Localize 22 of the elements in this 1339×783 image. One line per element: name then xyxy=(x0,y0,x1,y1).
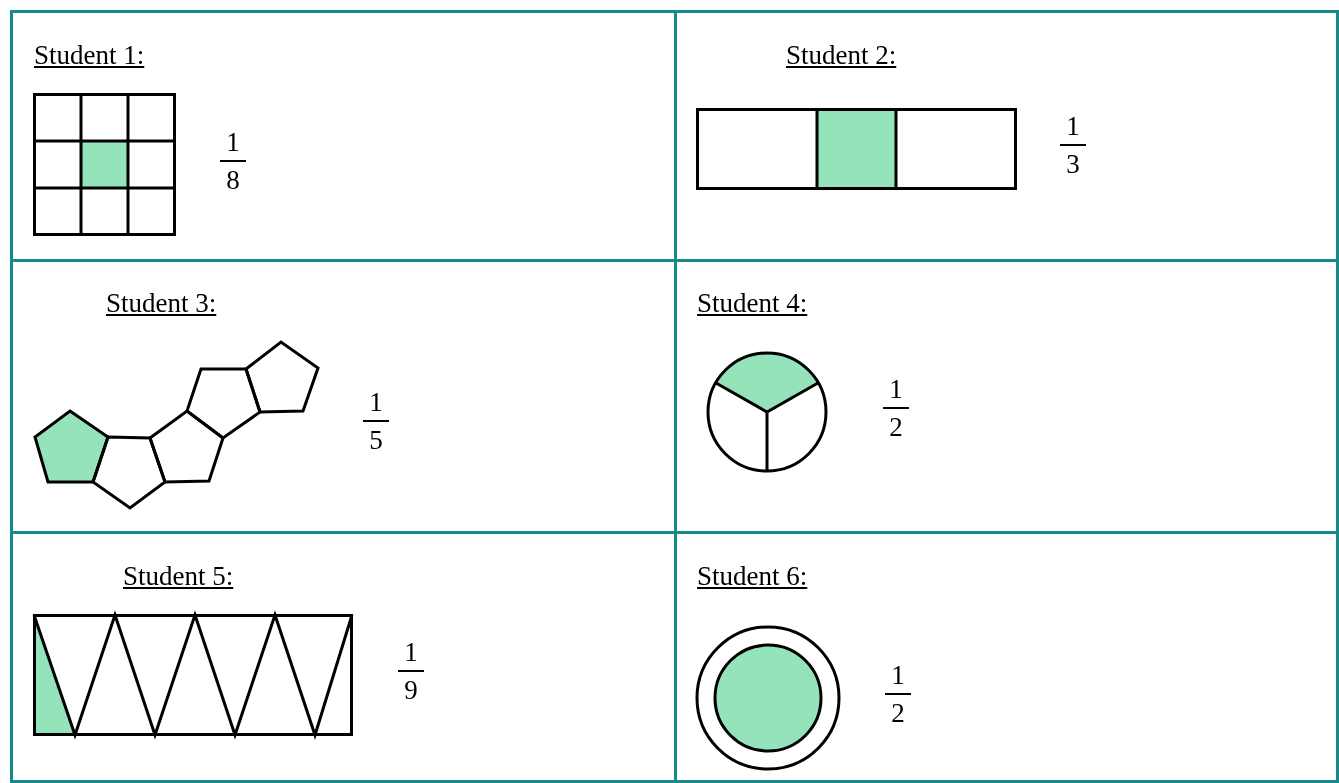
student-heading: Student 1: xyxy=(34,42,145,69)
fraction-numerator: 1 xyxy=(1066,111,1080,141)
fraction-numerator: 1 xyxy=(891,660,905,690)
student-heading: Student 4: xyxy=(697,290,808,317)
fraction-numerator: 1 xyxy=(369,387,383,417)
fraction-numerator: 1 xyxy=(226,127,240,157)
fraction-denominator: 8 xyxy=(226,165,240,195)
student-heading: Student 5: xyxy=(123,563,234,590)
student-heading: Student 3: xyxy=(106,290,217,317)
worksheet-cell xyxy=(10,10,677,262)
student-heading: Student 6: xyxy=(697,563,808,590)
fraction-denominator: 2 xyxy=(889,412,903,442)
fraction-numerator: 1 xyxy=(889,374,903,404)
worksheet-cell xyxy=(10,531,677,783)
worksheet-cell xyxy=(674,10,1339,262)
fraction-denominator: 9 xyxy=(404,675,418,705)
fraction-denominator: 2 xyxy=(891,698,905,728)
worksheet-cell xyxy=(674,531,1339,783)
student-heading: Student 2: xyxy=(786,42,897,69)
fraction-denominator: 5 xyxy=(369,425,383,455)
fraction-numerator: 1 xyxy=(404,637,418,667)
fraction-denominator: 3 xyxy=(1066,149,1080,179)
